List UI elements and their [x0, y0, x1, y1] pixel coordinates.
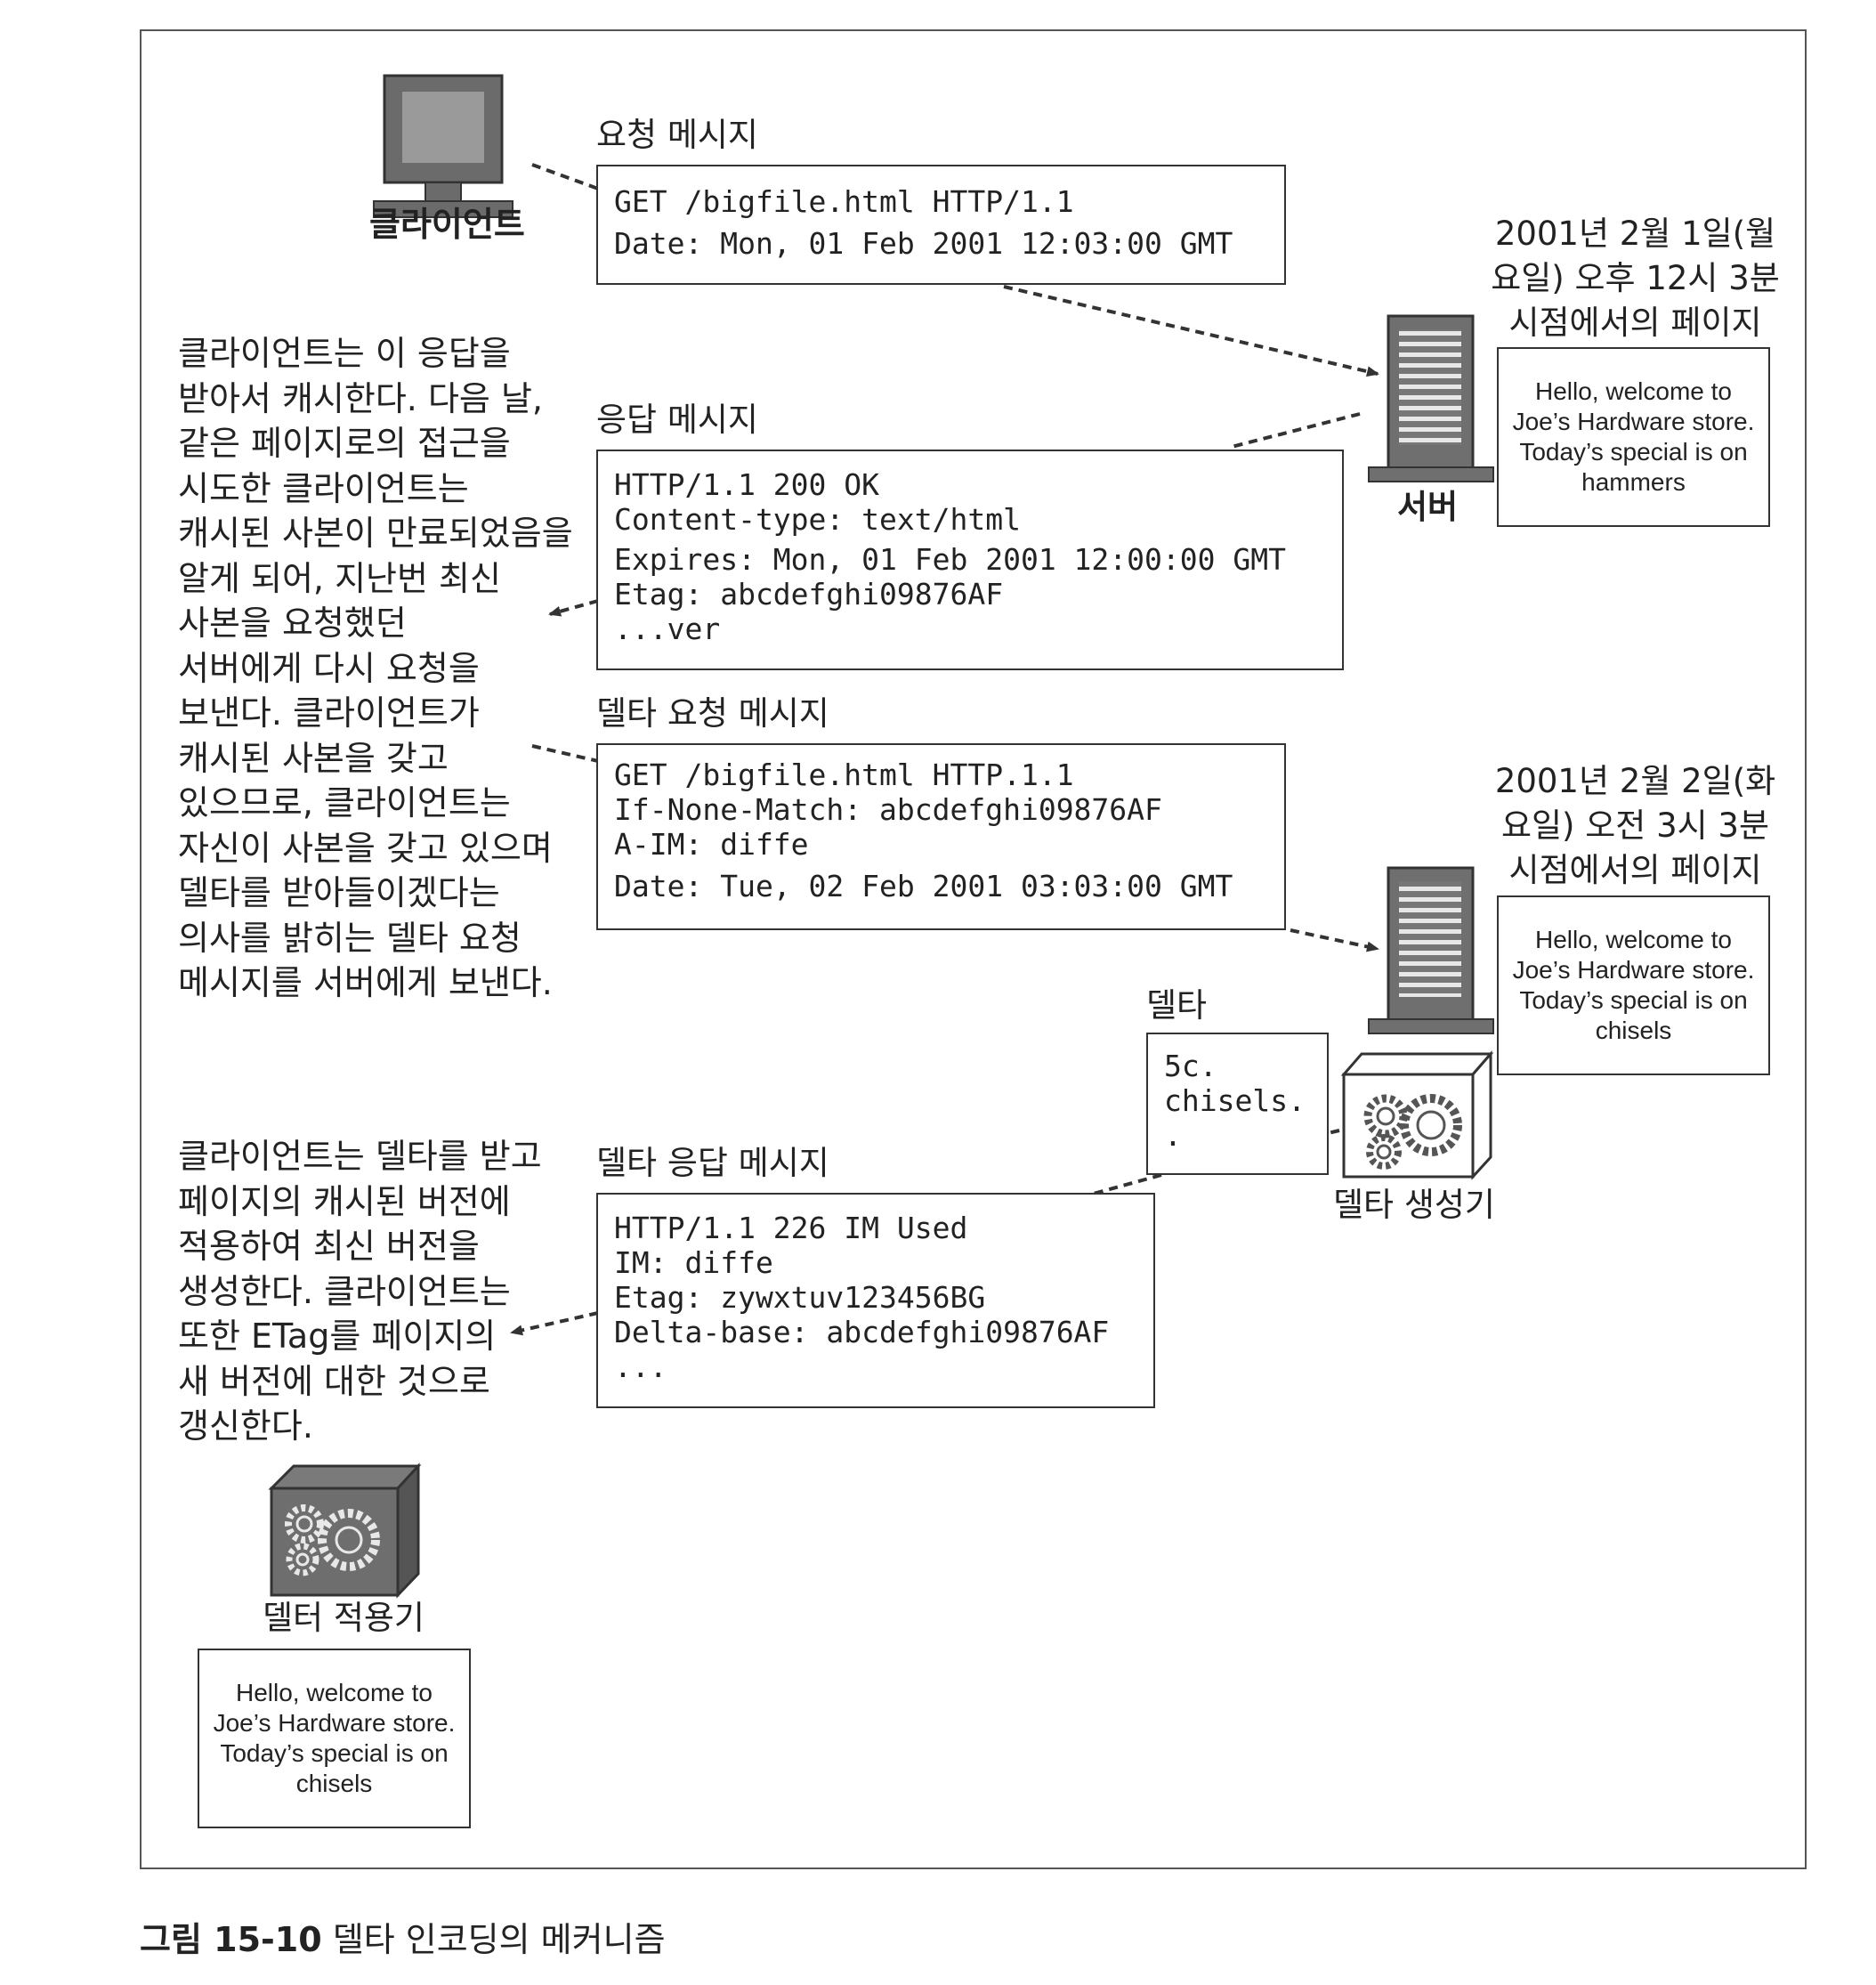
request-message-title: 요청 메시지 [596, 116, 758, 154]
description-line: 또한 ETag를 페이지의 [178, 1317, 497, 1356]
delta-response-line: ... [614, 1349, 667, 1384]
time-label-page-1: 2001년 2월 1일(월 요일) 오후 12시 3분 시점에서의 페이지 [1482, 212, 1789, 345]
page-text-line: Joe’s Hardware store. [1512, 408, 1755, 435]
delta-response-line: Delta-base: abcdefghi09876AF [614, 1315, 1110, 1349]
time-label-line: 요일) 오전 3시 3분 [1500, 806, 1770, 845]
delta-response-line: HTTP/1.1 226 IM Used [614, 1211, 968, 1245]
page-text-line: hammers [1581, 468, 1686, 496]
figure-frame [140, 29, 1807, 1869]
figure-caption: 그림 15-10 델타 인코딩의 메커니즘 [140, 1912, 666, 1961]
description-line: 클라이언트는 이 응답을 [178, 334, 511, 373]
time-label-line: 2001년 2월 2일(화 [1494, 762, 1776, 800]
description-line: 사본을 요청했던 [178, 604, 407, 643]
caption-text: 델타 인코딩의 메커니즘 [321, 1920, 666, 1959]
delta-request-message-title: 델타 요청 메시지 [596, 694, 829, 733]
page-text-line: Hello, welcome to [1535, 926, 1732, 953]
page-text-line: Hello, welcome to [236, 1679, 433, 1706]
description-line: 알게 되어, 지난번 최신 [178, 558, 501, 598]
delta-applier-icon [268, 1462, 422, 1599]
description-1: 클라이언트는 이 응답을 받아서 캐시한다. 다음 날, 같은 페이지로의 접근… [178, 331, 573, 1006]
description-line: 델타를 받아들이겠다는 [178, 873, 500, 912]
request-line: GET /bigfile.html HTTP/1.1 [614, 184, 1074, 219]
delta-response-line: IM: diffe [614, 1245, 773, 1280]
description-2: 클라이언트는 델타를 받고 페이지의 캐시된 버전에 적용하여 최신 버전을 생… [178, 1134, 542, 1449]
delta-request-line: A-IM: diffe [614, 827, 809, 862]
description-line: 새 버전에 대한 것으로 [178, 1361, 490, 1401]
client-computer-icon [373, 74, 513, 218]
description-line: 같은 페이지로의 접근을 [178, 424, 511, 463]
server-label: 서버 [1397, 488, 1459, 526]
description-line: 의사를 밝히는 델타 요청 [178, 918, 522, 958]
caption-prefix: 그림 15-10 [140, 1920, 322, 1959]
page-text-line: chisels [1595, 1017, 1672, 1044]
description-line: 페이지의 캐시된 버전에 [178, 1181, 511, 1221]
client-label: 클라이언트 [369, 205, 525, 244]
response-line: Content-type: text/html [614, 502, 1021, 537]
request-message-box: GET /bigfile.html HTTP/1.1 Date: Mon, 01… [596, 165, 1286, 285]
delta-response-message-title: 델타 응답 메시지 [596, 1144, 829, 1182]
page-text-line: Today’s special is on [220, 1739, 449, 1767]
time-label-page-2: 2001년 2월 2일(화 요일) 오전 3시 3분 시점에서의 페이지 [1482, 759, 1789, 893]
response-message-title: 응답 메시지 [596, 401, 758, 439]
delta-applier-label: 델터 적용기 [263, 1599, 425, 1637]
delta-box: 5c. chisels. . [1146, 1033, 1329, 1175]
time-label-line: 시점에서의 페이지 [1508, 304, 1762, 342]
response-message-box: HTTP/1.1 200 OK Content-type: text/html … [596, 450, 1344, 670]
description-line: 보낸다. 클라이언트가 [178, 693, 480, 733]
delta-title: 델타 [1146, 986, 1208, 1025]
connector-delta-response [1089, 1173, 1162, 1196]
page-text-line: chisels [295, 1770, 373, 1797]
description-line: 생성한다. 클라이언트는 [178, 1271, 511, 1311]
delta-request-line: GET /bigfile.html HTTP.1.1 [614, 758, 1074, 792]
delta-generator-icon [1340, 1049, 1494, 1180]
description-line: 서버에게 다시 요청을 [178, 648, 480, 688]
time-label-line: 요일) 오후 12시 3분 [1491, 259, 1780, 297]
description-line: 받아서 캐시한다. 다음 날, [178, 378, 543, 418]
server-icon [1368, 866, 1494, 1034]
page-snapshot-result: Hello, welcome to Joe’s Hardware store. … [198, 1649, 471, 1828]
delta-request-line: If-None-Match: abcdefghi09876AF [614, 792, 1162, 827]
page-text-line: Today’s special is on [1519, 438, 1748, 466]
delta-line: chisels. [1164, 1083, 1306, 1118]
delta-request-message-box: GET /bigfile.html HTTP.1.1 If-None-Match… [596, 743, 1286, 930]
time-label-line: 시점에서의 페이지 [1508, 851, 1762, 889]
connector-server-response [1227, 412, 1361, 450]
description-line: 시도한 클라이언트는 [178, 468, 469, 508]
time-label-line: 2001년 2월 1일(월 [1494, 215, 1776, 253]
delta-request-line: Date: Tue, 02 Feb 2001 03:03:00 GMT [614, 869, 1233, 903]
description-line: 캐시된 사본이 만료되었음을 [178, 514, 573, 553]
arrow-delta-request-to-server [1290, 928, 1379, 952]
delta-response-message-box: HTTP/1.1 226 IM Used IM: diffe Etag: zyw… [596, 1193, 1155, 1408]
response-line: Expires: Mon, 01 Feb 2001 12:00:00 GMT [614, 542, 1286, 577]
server-icon [1368, 314, 1494, 482]
arrow-request-to-server [1003, 285, 1379, 377]
request-line: Date: Mon, 01 Feb 2001 12:03:00 GMT [614, 226, 1233, 261]
delta-generator-label: 델타 생성기 [1333, 1186, 1495, 1224]
response-line: Etag: abcdefghi09876AF [614, 577, 1004, 612]
description-line: 자신이 사본을 갖고 있으며 [178, 828, 553, 868]
response-line: HTTP/1.1 200 OK [614, 467, 880, 502]
page-text-line: Today’s special is on [1519, 986, 1748, 1014]
description-line: 클라이언트는 델타를 받고 [178, 1137, 542, 1176]
page-snapshot-1: Hello, welcome to Joe’s Hardware store. … [1497, 347, 1770, 527]
arrow-response-to-client [548, 599, 599, 617]
page-text-line: Hello, welcome to [1535, 377, 1732, 405]
connector-client-request [531, 163, 599, 190]
response-line: ...ver [614, 612, 721, 646]
delta-line: 5c. [1164, 1049, 1217, 1083]
page-text-line: Joe’s Hardware store. [213, 1709, 456, 1737]
description-line: 적용하여 최신 버전을 [178, 1227, 480, 1266]
delta-line: . [1164, 1118, 1182, 1153]
delta-response-line: Etag: zywxtuv123456BG [614, 1280, 986, 1315]
description-line: 갱신한다. [178, 1406, 313, 1446]
page-snapshot-2: Hello, welcome to Joe’s Hardware store. … [1497, 895, 1770, 1075]
description-line: 캐시된 사본을 갖고 [178, 738, 449, 778]
connector-client-delta-request [531, 744, 599, 763]
description-line: 있으므로, 클라이언트는 [178, 783, 511, 822]
description-line: 메시지를 서버에게 보낸다. [178, 963, 553, 1002]
page-text-line: Joe’s Hardware store. [1512, 956, 1755, 984]
connectors [510, 163, 1379, 1336]
